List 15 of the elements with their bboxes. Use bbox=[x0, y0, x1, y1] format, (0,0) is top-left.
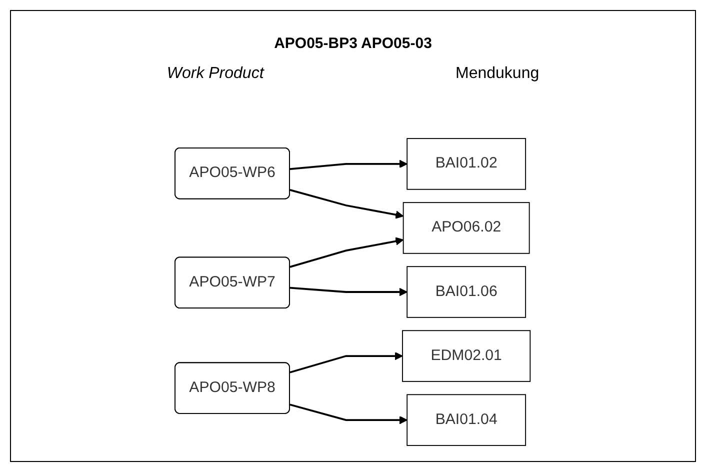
arrow bbox=[290, 189, 404, 219]
arrow bbox=[290, 160, 408, 170]
arrow bbox=[290, 352, 404, 374]
diagram-title: APO05-BP3 APO05-03 bbox=[273, 34, 433, 54]
node-box bbox=[407, 394, 526, 446]
column-heading: Work Product bbox=[166, 65, 264, 83]
diagram-frame: APO05-BP3 APO05-03 Work Product Mendukung APO05-WP6 APO05-WP7 APO05-WP8 BAI01.02 APO06.02 BAI01.06 EDM02.01 BAI01.04 bbox=[10, 10, 696, 462]
arrow bbox=[290, 286, 408, 296]
node-box bbox=[407, 266, 526, 318]
arrow bbox=[290, 404, 408, 424]
arrow bbox=[290, 237, 404, 268]
column-heading: Mendukung bbox=[456, 65, 540, 83]
node-box bbox=[403, 202, 530, 254]
node-box bbox=[407, 138, 526, 190]
node-box bbox=[402, 330, 532, 382]
